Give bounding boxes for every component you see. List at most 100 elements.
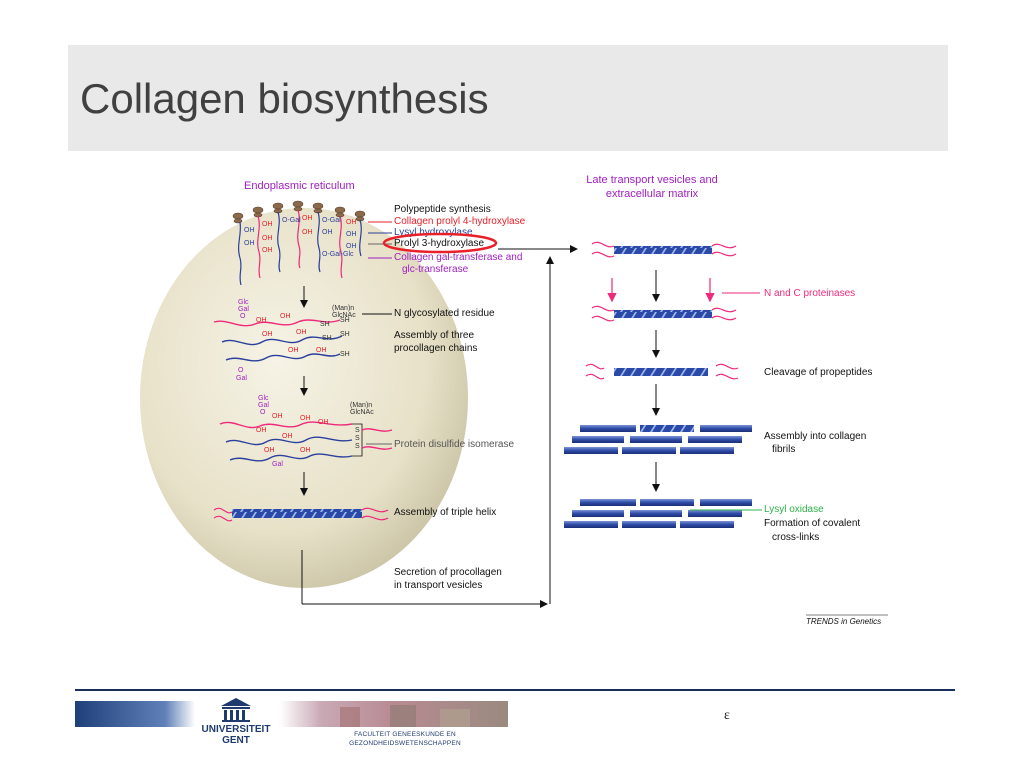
ribosomes bbox=[232, 200, 366, 224]
svg-text:(Man)n: (Man)n bbox=[332, 305, 354, 312]
svg-text:OH: OH bbox=[296, 329, 307, 336]
procollagen-cleaving bbox=[591, 305, 737, 322]
procollagen-extracellular bbox=[591, 241, 737, 258]
svg-text:Glc: Glc bbox=[238, 299, 249, 306]
svg-text:SH: SH bbox=[340, 317, 350, 324]
svg-text:OH: OH bbox=[318, 419, 329, 426]
faculty-name-1: FACULTEIT GENEESKUNDE EN bbox=[354, 731, 456, 738]
svg-text:OH: OH bbox=[262, 247, 273, 254]
label-galtransferase-1: Collagen gal-transferase and bbox=[394, 252, 522, 263]
svg-text:GlcNAc: GlcNAc bbox=[350, 409, 374, 416]
label-galtransferase-2: glc-transferase bbox=[402, 264, 469, 275]
er-cell bbox=[140, 208, 468, 588]
svg-text:OH: OH bbox=[302, 215, 313, 222]
svg-text:SH: SH bbox=[322, 335, 332, 342]
title-bar: Collagen biosynthesis bbox=[68, 45, 948, 151]
svg-text:OH: OH bbox=[322, 229, 333, 236]
svg-text:OH: OH bbox=[282, 433, 293, 440]
svg-text:OH: OH bbox=[302, 229, 313, 236]
svg-text:SH: SH bbox=[340, 331, 350, 338]
label-secretion-1: Secretion of procollagen bbox=[394, 567, 502, 578]
label-p4h: Collagen prolyl 4-hydroxylase bbox=[394, 216, 526, 227]
label-fibrils-2: fibrils bbox=[772, 444, 795, 455]
svg-text:Gal: Gal bbox=[238, 306, 249, 313]
er-title: Endoplasmic reticulum bbox=[244, 180, 355, 192]
svg-text:OH: OH bbox=[300, 447, 311, 454]
highlight-ring bbox=[382, 232, 498, 254]
svg-text:O: O bbox=[240, 313, 246, 320]
svg-text:Gal: Gal bbox=[258, 402, 269, 409]
svg-text:OH: OH bbox=[256, 317, 267, 324]
university-logo-icon bbox=[221, 698, 251, 722]
svg-text:O-Gal: O-Gal bbox=[282, 217, 301, 224]
label-crosslinks-1: Formation of covalent bbox=[764, 518, 860, 529]
label-lysyl-hydroxylase: Lysyl hydroxylase bbox=[394, 227, 473, 238]
cleaved-collagen bbox=[585, 363, 739, 380]
footer-divider bbox=[75, 689, 955, 691]
label-assembly3-1: Assembly of three bbox=[394, 330, 474, 341]
collagen-fibrils bbox=[564, 425, 752, 454]
label-p3h: Prolyl 3-hydroxylase bbox=[394, 238, 484, 249]
svg-text:OH: OH bbox=[346, 243, 357, 250]
label-fibrils-1: Assembly into collagen bbox=[764, 431, 866, 442]
footer-symbol: ε bbox=[724, 708, 730, 723]
svg-text:OH: OH bbox=[316, 347, 327, 354]
crosslinked-fibrils bbox=[564, 499, 752, 528]
label-lysyl-oxidase: Lysyl oxidase bbox=[764, 504, 824, 515]
svg-text:S: S bbox=[355, 427, 360, 434]
svg-text:OH: OH bbox=[244, 227, 255, 234]
university-name-1: UNIVERSITEIT bbox=[201, 724, 271, 735]
label-crosslinks-2: cross-links bbox=[772, 532, 819, 543]
svg-text:OH: OH bbox=[262, 221, 273, 228]
svg-text:Glc: Glc bbox=[258, 395, 269, 402]
label-polypeptide: Polypeptide synthesis bbox=[394, 204, 491, 215]
svg-text:Gal: Gal bbox=[272, 461, 283, 468]
svg-text:(Man)n: (Man)n bbox=[350, 402, 372, 409]
disulfide-chains bbox=[219, 421, 393, 462]
source-label: TRENDS in Genetics bbox=[806, 617, 881, 626]
label-secretion-2: in transport vesicles bbox=[394, 580, 482, 591]
label-cleavage: Cleavage of propeptides bbox=[764, 367, 872, 378]
hydroxyl-groups: OH OH OH OH OH O-Gal OH OH O-Gal OH O-Ga… bbox=[244, 215, 357, 258]
slide-title: Collagen biosynthesis bbox=[80, 75, 489, 122]
svg-text:OH: OH bbox=[272, 413, 283, 420]
label-assembly3-2: procollagen chains bbox=[394, 343, 477, 354]
svg-text:SH: SH bbox=[340, 351, 350, 358]
footer-stripe-left bbox=[75, 701, 195, 727]
late-title-1: Late transport vesicles and bbox=[586, 174, 717, 186]
svg-text:OH: OH bbox=[244, 240, 255, 247]
svg-text:OH: OH bbox=[288, 347, 299, 354]
procollagen-groups: Glc Gal O OH OH OH OH OH OH SH SH SH SH … bbox=[236, 299, 356, 382]
svg-text:SH: SH bbox=[320, 321, 330, 328]
procollagen-chains bbox=[213, 319, 343, 362]
faculty-name-2: GEZONDHEIDSWETENSCHAPPEN bbox=[349, 740, 461, 747]
svg-text:OH: OH bbox=[346, 219, 357, 226]
triple-helix-er bbox=[213, 507, 389, 522]
svg-text:OH: OH bbox=[264, 447, 275, 454]
svg-text:O-Gal-Glc: O-Gal-Glc bbox=[322, 251, 354, 258]
svg-text:O: O bbox=[260, 409, 266, 416]
svg-text:OH: OH bbox=[256, 427, 267, 434]
svg-text:GlcNAc: GlcNAc bbox=[332, 312, 356, 319]
svg-text:S: S bbox=[355, 435, 360, 442]
university-name-2: GENT bbox=[222, 735, 250, 746]
label-pdi: Protein disulfide isomerase bbox=[394, 439, 514, 450]
label-nc-proteinases: N and C proteinases bbox=[764, 288, 855, 299]
label-triple-helix: Assembly of triple helix bbox=[394, 507, 496, 518]
svg-text:OH: OH bbox=[262, 235, 273, 242]
svg-text:OH: OH bbox=[262, 331, 273, 338]
late-title-2: extracellular matrix bbox=[606, 188, 699, 200]
footer-faculty-image bbox=[280, 701, 508, 727]
svg-text:OH: OH bbox=[300, 415, 311, 422]
disulfide-groups: Glc Gal O OH OH OH OH OH OH OH (Man)n Gl… bbox=[256, 395, 374, 468]
svg-text:S: S bbox=[355, 443, 360, 450]
svg-text:O-Gal: O-Gal bbox=[322, 217, 341, 224]
svg-text:O: O bbox=[238, 367, 244, 374]
enzyme-labels: Polypeptide synthesis Collagen prolyl 4-… bbox=[368, 204, 526, 275]
nascent-chains bbox=[237, 209, 362, 286]
svg-text:OH: OH bbox=[280, 313, 291, 320]
svg-text:OH: OH bbox=[346, 231, 357, 238]
label-nglyco: N glycosylated residue bbox=[394, 308, 495, 319]
svg-text:Gal: Gal bbox=[236, 375, 247, 382]
